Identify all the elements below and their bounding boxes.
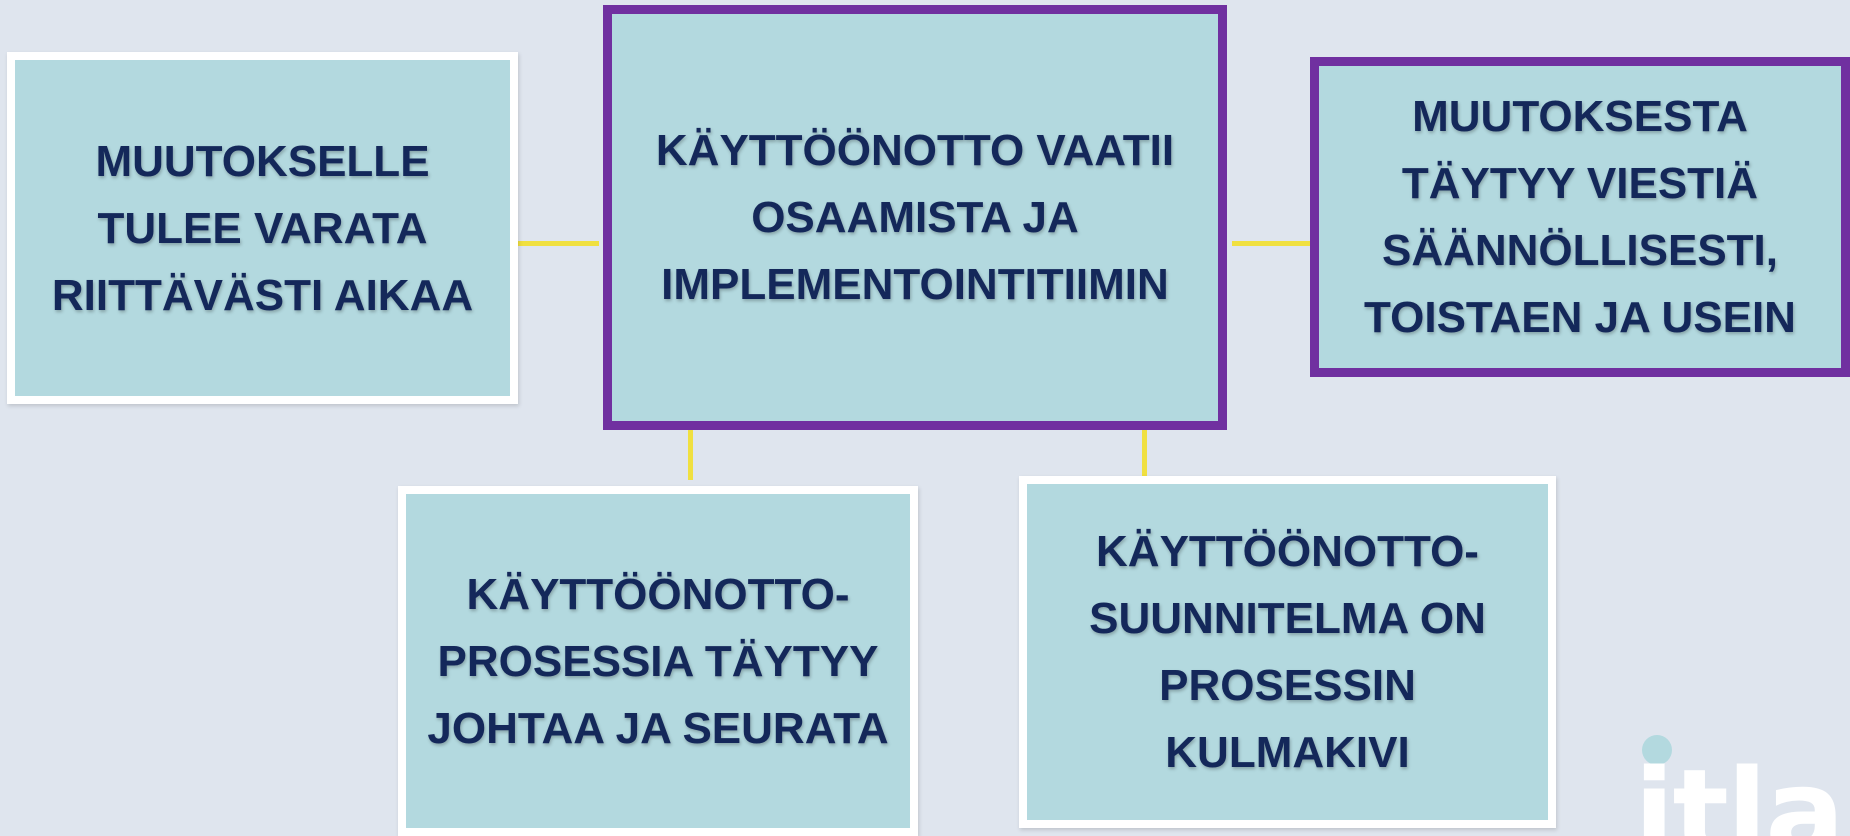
center-box: KÄYTTÖÖNOTTO VAATII OSAAMISTA JA IMPLEME… <box>603 5 1227 430</box>
left-box: MUUTOKSELLE TULEE VARATA RIITTÄVÄSTI AIK… <box>7 52 518 404</box>
left-box-text: MUUTOKSELLE TULEE VARATA RIITTÄVÄSTI AIK… <box>51 136 474 320</box>
connector-bottom-left <box>688 426 693 480</box>
logo-dot <box>1642 735 1672 765</box>
connector-right <box>1232 241 1316 246</box>
bottom-right-box: KÄYTTÖÖNOTTO- SUUNNITELMA ON PROSESSIN K… <box>1019 476 1556 828</box>
right-box-text: MUUTOKSESTA TÄYTYY VIESTIÄ SÄÄNNÖLLISEST… <box>1364 92 1796 342</box>
right-box: MUUTOKSESTA TÄYTYY VIESTIÄ SÄÄNNÖLLISEST… <box>1310 57 1850 377</box>
bottom-right-box-text: KÄYTTÖÖNOTTO- SUUNNITELMA ON PROSESSIN K… <box>1089 527 1486 777</box>
connector-left <box>515 241 599 246</box>
itla-logo: itla <box>1640 735 1850 836</box>
connector-bottom-right <box>1142 426 1147 480</box>
bottom-left-box: KÄYTTÖÖNOTTO- PROSESSIA TÄYTYY JOHTAA JA… <box>398 486 918 836</box>
logo-text: itla <box>1640 743 1845 836</box>
bottom-left-box-text: KÄYTTÖÖNOTTO- PROSESSIA TÄYTYY JOHTAA JA… <box>427 569 889 753</box>
center-box-text: KÄYTTÖÖNOTTO VAATII OSAAMISTA JA IMPLEME… <box>655 126 1175 309</box>
